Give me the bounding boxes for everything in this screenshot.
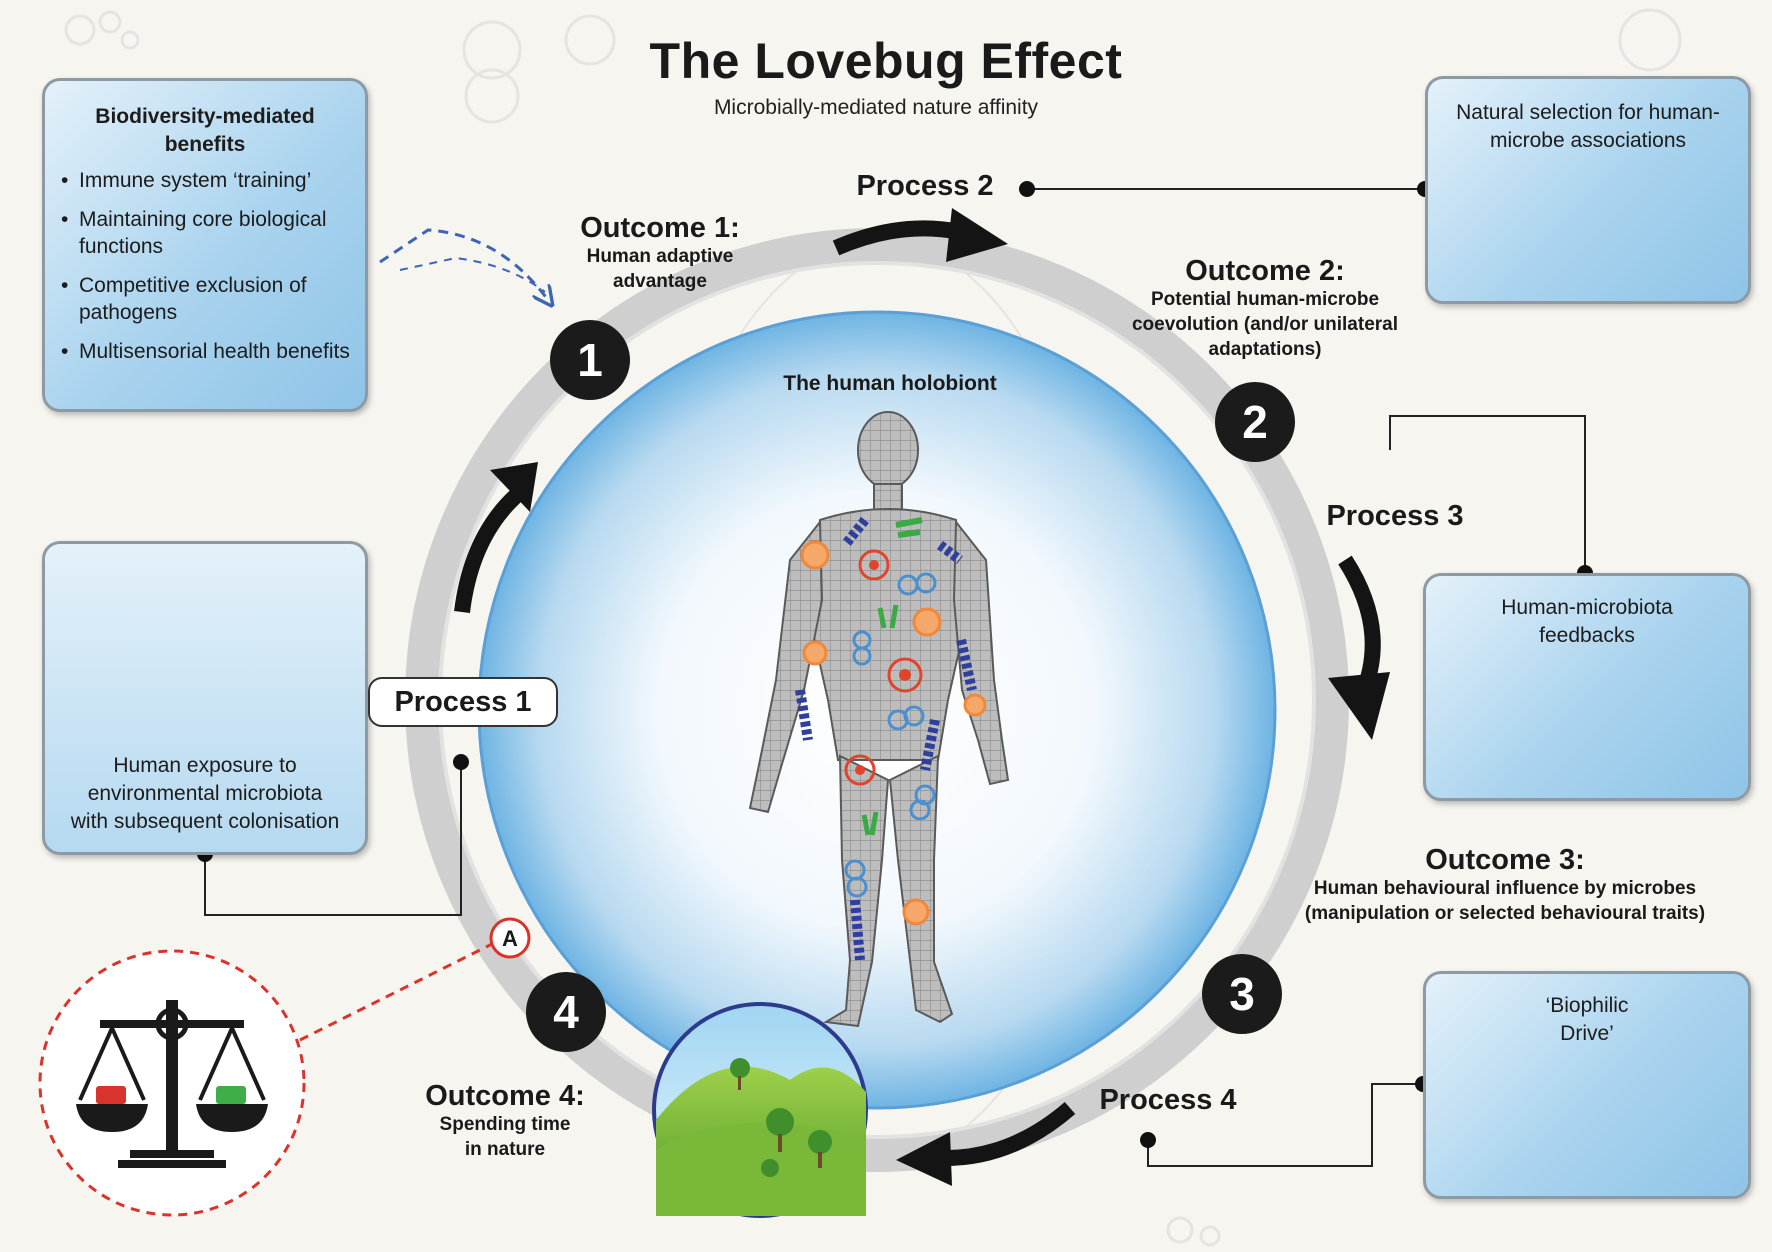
- outcome-2-line1: Potential human-microbe: [1085, 287, 1445, 312]
- selection-line2: microbe associations: [1490, 129, 1686, 152]
- selection-panel: Natural selection for human- microbe ass…: [1425, 76, 1751, 304]
- benefits-dashed-arrow-2: [400, 258, 545, 292]
- outcome-2-title: Outcome 2:: [1085, 255, 1445, 287]
- feedback-line1: Human-microbiota: [1501, 596, 1673, 619]
- outcome-4-title: Outcome 4:: [400, 1080, 610, 1112]
- benefit-item: Multisensorial health benefits: [59, 338, 359, 365]
- outcome-1: Outcome 1: Human adaptive advantage: [540, 212, 780, 294]
- biophilic-line1: ‘Biophilic: [1546, 994, 1629, 1017]
- outcome-3-line2: (manipulation or selected behavioural tr…: [1240, 901, 1770, 926]
- feedback-text: Human-microbiota feedbacks: [1426, 594, 1748, 650]
- benefits-title: Biodiversity-mediated benefits: [45, 103, 365, 159]
- benefit-item: Maintaining core biological functions: [59, 206, 359, 260]
- step-number-1: 1: [577, 334, 603, 386]
- biophilic-panel: ‘Biophilic Drive’: [1423, 971, 1751, 1199]
- outcome-3-title: Outcome 3:: [1240, 844, 1770, 876]
- exposure-line1: Human exposure to: [113, 754, 296, 777]
- benefit-item: Immune system ‘training’: [59, 167, 359, 194]
- holobiont-label: The human holobiont: [720, 372, 1060, 396]
- nature-landscape: [654, 1004, 866, 1216]
- feedback-line2: feedbacks: [1539, 624, 1635, 647]
- process-1-label: Process 1: [368, 677, 558, 727]
- outcome-4-line1: Spending time: [400, 1112, 610, 1137]
- biophilic-line2: Drive’: [1560, 1022, 1614, 1045]
- selection-text: Natural selection for human- microbe ass…: [1428, 99, 1748, 155]
- exposure-panel: Human exposure to environmental microbio…: [42, 541, 368, 855]
- benefits-list: Immune system ‘training’ Maintaining cor…: [59, 167, 359, 377]
- process-2-label: Process 2: [830, 170, 1020, 203]
- outcome-1-line1: Human adaptive: [540, 244, 780, 269]
- benefits-title-line2: benefits: [165, 133, 246, 156]
- process-3-label: Process 3: [1300, 500, 1490, 533]
- step-number-4: 4: [553, 986, 579, 1038]
- outcome-4: Outcome 4: Spending time in nature: [400, 1080, 610, 1162]
- exposure-text: Human exposure to environmental microbio…: [45, 752, 365, 836]
- outcome-1-title: Outcome 1:: [540, 212, 780, 244]
- outcome-2-line2: coevolution (and/or unilateral: [1085, 312, 1445, 337]
- biophilic-text: ‘Biophilic Drive’: [1426, 992, 1748, 1048]
- scale-connector-line: [300, 944, 492, 1040]
- benefit-item: Competitive exclusion of pathogens: [59, 272, 359, 326]
- process-4-label: Process 4: [1068, 1084, 1268, 1117]
- exposure-line2: environmental microbiota: [88, 782, 323, 805]
- outcome-2: Outcome 2: Potential human-microbe coevo…: [1085, 255, 1445, 362]
- exposure-line3: with subsequent colonisation: [71, 810, 340, 833]
- step-number-2: 2: [1242, 396, 1268, 448]
- step-number-3: 3: [1229, 968, 1255, 1020]
- label-a: A: [502, 926, 518, 951]
- benefits-dashed-arrow: [380, 230, 548, 300]
- outcome-3-line1: Human behavioural influence by microbes: [1240, 876, 1770, 901]
- outcome-1-line2: advantage: [540, 269, 780, 294]
- outcome-3: Outcome 3: Human behavioural influence b…: [1240, 844, 1770, 926]
- outcome-2-line3: adaptations): [1085, 337, 1445, 362]
- feedback-panel: Human-microbiota feedbacks: [1423, 573, 1751, 801]
- selection-line1: Natural selection for human-: [1456, 101, 1720, 124]
- outcome-4-line2: in nature: [400, 1137, 610, 1162]
- benefits-panel: Biodiversity-mediated benefits Immune sy…: [42, 78, 368, 412]
- benefits-title-line1: Biodiversity-mediated: [95, 105, 314, 128]
